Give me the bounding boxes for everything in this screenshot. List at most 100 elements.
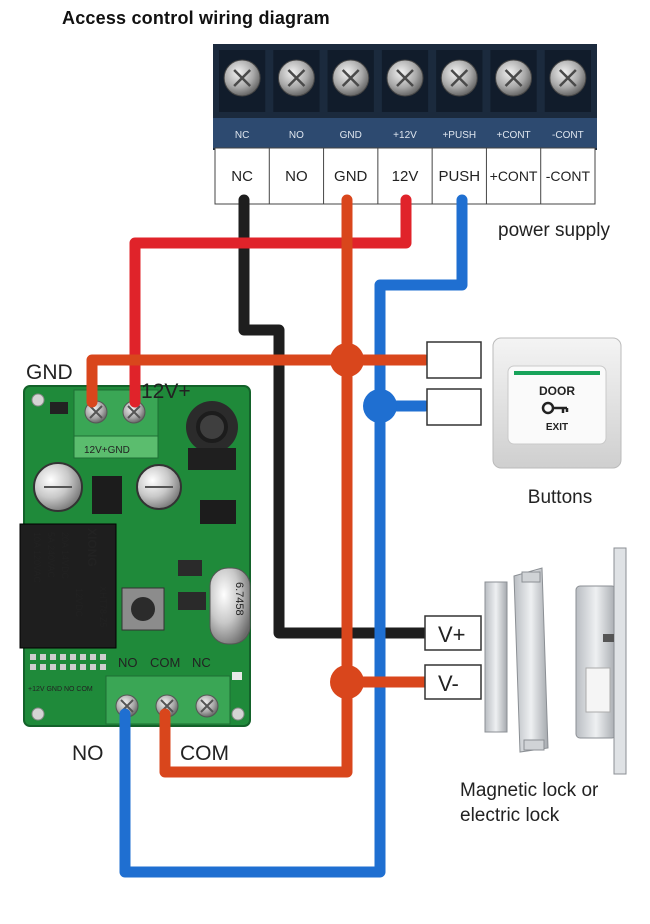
mount-hole — [31, 393, 45, 407]
lock-terminal-vplus-label: V+ — [438, 622, 466, 647]
diode — [50, 402, 68, 414]
electric-lock-latch — [603, 634, 614, 642]
exit-button-device: DOOR EXIT — [492, 337, 622, 469]
electric-lock-sticker — [585, 667, 611, 713]
terminal-label-gnd: GND — [334, 168, 368, 185]
wire-orange-board-gnd — [86, 354, 431, 408]
magnetic-lock-end — [521, 571, 541, 583]
board-label-com: COM — [150, 655, 180, 670]
terminal-screw-slot — [396, 69, 414, 87]
terminal-strip-label: +CONT — [496, 130, 530, 141]
transistor — [178, 560, 202, 576]
board-label-no: NO — [118, 655, 138, 670]
electric-lock-faceplate — [613, 547, 627, 775]
screw-slots — [120, 699, 214, 713]
exit-button-face — [507, 365, 607, 445]
terminal-label-12v: 12V — [392, 168, 419, 185]
magnetic-lock-body — [513, 567, 549, 753]
terminal-label-cont: +CONT — [490, 168, 538, 184]
terminal-label-cont: -CONT — [546, 168, 591, 184]
terminal-screw-slot — [504, 69, 523, 87]
board-input-label-12v: 12V+ — [141, 380, 191, 403]
key-icon — [541, 401, 569, 415]
ic-chip — [200, 500, 236, 524]
terminal-strip-label: NC — [235, 130, 249, 141]
lock-terminal-vminus — [424, 664, 482, 700]
mount-hole — [231, 707, 245, 721]
relay-rating-1: 10A 120VAC — [32, 532, 42, 583]
magnetic-lock-end — [523, 739, 545, 751]
onboard-button — [131, 597, 155, 621]
ic-chip — [92, 476, 122, 514]
header-pin — [80, 664, 86, 670]
relay-brand: XIONG — [85, 528, 99, 567]
relay-voltage: 12VDC — [74, 588, 84, 618]
transistor — [178, 592, 206, 610]
terminal-screw-slot — [287, 69, 306, 87]
crystal — [209, 567, 251, 645]
header-pin — [40, 664, 46, 670]
wire-black-nc — [238, 194, 431, 639]
header-pin — [40, 654, 46, 660]
screw-slot — [127, 405, 141, 419]
inductor-core — [196, 411, 228, 443]
board-label-nc: NC — [192, 655, 211, 670]
terminal-block-label-strip — [213, 118, 597, 148]
relay-rating-3: 20A 14VDC — [60, 532, 70, 580]
terminal-strip-label: +PUSH — [442, 130, 476, 141]
board-bottom-label-no: NO — [72, 742, 104, 765]
header-pin — [70, 664, 76, 670]
inductor-base — [188, 448, 236, 470]
terminal-label-no: NO — [285, 168, 308, 185]
wires — [86, 194, 468, 878]
header-pin — [90, 654, 96, 660]
board-bottom-label-com: COM — [180, 742, 229, 765]
magnetic-lock — [484, 567, 549, 753]
junction-push — [363, 389, 397, 423]
led — [232, 672, 242, 680]
lock-terminal-vplus — [424, 615, 482, 651]
wire-red-12v — [129, 194, 412, 408]
terminal-screw-slot — [558, 69, 577, 87]
lock-terminal-vminus-label: V- — [438, 671, 459, 696]
terminal-screw-slot — [450, 69, 469, 87]
terminal-strip-label: -CONT — [552, 130, 584, 141]
header-pin — [90, 664, 96, 670]
header-pin-labels: +12V GND NO COM — [28, 686, 93, 693]
header-pin — [50, 654, 56, 660]
silk-input-label: 12V+GND — [84, 445, 130, 456]
exit-button-text-exit: EXIT — [546, 422, 568, 433]
terminal-label-push: PUSH — [438, 168, 480, 185]
screw-slot — [89, 405, 103, 419]
power-supply-label: power supply — [498, 220, 610, 241]
header-pin — [100, 654, 106, 660]
header-pin — [30, 664, 36, 670]
wire-blue-push — [119, 194, 468, 878]
exit-button-indicator — [514, 371, 600, 375]
relay-rating-2: 5A 240VAC — [46, 532, 56, 578]
header-pin — [80, 654, 86, 660]
header-pin — [60, 654, 66, 660]
button-terminal-2 — [426, 388, 482, 426]
header-pin — [30, 654, 36, 660]
diagram-title: Access control wiring diagram — [62, 8, 330, 28]
junction-gnd-top — [330, 343, 364, 377]
relay-board: 12V+GND 10A 120VAC 5A 240VAC 20A 14VDC X… — [19, 385, 251, 727]
electric-lock-body — [575, 585, 617, 739]
terminal-strip-label: +12V — [393, 130, 417, 141]
terminal-strip-label: NO — [289, 130, 304, 141]
mount-hole — [31, 707, 45, 721]
board-input-label-gnd: GND — [26, 361, 73, 384]
magnetic-lock-armature — [484, 581, 508, 733]
header-pin — [50, 664, 56, 670]
crystal-label: 6.7458 — [233, 582, 245, 616]
relay-model: XHT78-Z5 — [98, 586, 108, 628]
exit-button-text-door: DOOR — [539, 384, 575, 398]
buttons-caption: Buttons — [528, 487, 592, 508]
button-terminal-1 — [426, 341, 482, 379]
lock-caption-line1: Magnetic lock or — [460, 780, 599, 801]
relay — [19, 523, 117, 649]
header-pin — [60, 664, 66, 670]
